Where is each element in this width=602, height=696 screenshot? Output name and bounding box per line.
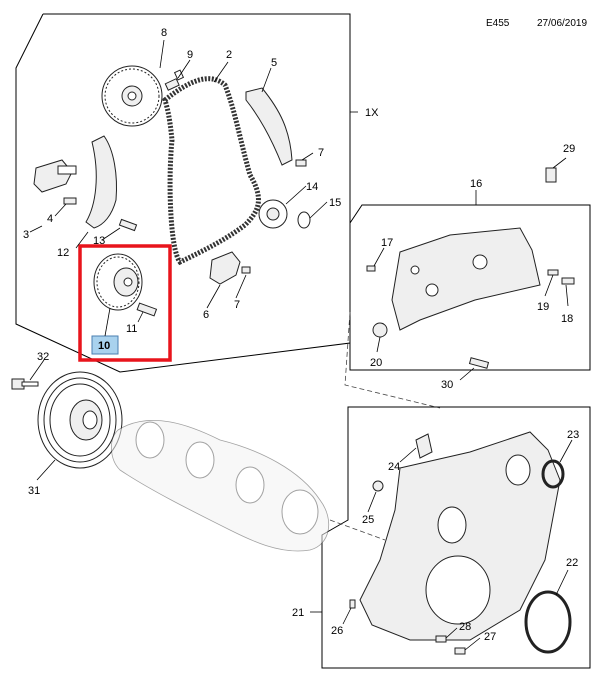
crankshaft-sprocket <box>93 253 143 311</box>
callout-32[interactable]: 32 <box>37 351 49 363</box>
cover-seal <box>541 459 565 489</box>
sprocket-bolt <box>136 302 158 317</box>
cover-opening <box>437 506 467 544</box>
callout-9[interactable]: 9 <box>187 49 193 61</box>
gasket-hole <box>425 283 439 297</box>
callout-20[interactable]: 20 <box>370 357 382 369</box>
cover-bolt <box>545 167 557 183</box>
gasket-bolt <box>561 277 575 285</box>
callout-24[interactable]: 24 <box>388 461 400 473</box>
callout-18[interactable]: 18 <box>561 313 573 325</box>
seal-ring <box>372 322 388 338</box>
leader-lines <box>29 39 573 651</box>
cover-dowel <box>349 599 356 609</box>
callout-16[interactable]: 16 <box>470 178 482 190</box>
callout-21[interactable]: 21 <box>292 607 304 619</box>
callout-25[interactable]: 25 <box>362 514 374 526</box>
dashed-connector <box>344 311 441 409</box>
callout-14[interactable]: 14 <box>306 181 318 193</box>
idler-washer <box>297 211 311 229</box>
cover-opening <box>505 454 531 486</box>
callout-19[interactable]: 19 <box>537 301 549 313</box>
callout-4[interactable]: 4 <box>47 213 53 225</box>
harmonic-balancer <box>37 371 123 469</box>
callout-12[interactable]: 12 <box>57 247 69 259</box>
stud <box>547 269 559 276</box>
chain-tensioner <box>33 159 77 205</box>
balancer-bolt <box>11 378 39 390</box>
diagram-date: 27/06/2019 <box>537 18 588 29</box>
diagram-reference: E455 <box>486 18 510 29</box>
callout-26[interactable]: 26 <box>331 625 343 637</box>
callout-7-lower[interactable]: 7 <box>234 299 240 311</box>
callout-7-upper[interactable]: 7 <box>318 147 324 159</box>
callout-13[interactable]: 13 <box>93 235 105 247</box>
camshaft-sprocket <box>101 65 163 127</box>
dashed-connector <box>329 519 386 541</box>
crankshaft <box>111 419 329 552</box>
callout-23[interactable]: 23 <box>567 429 579 441</box>
callout-3[interactable]: 3 <box>23 229 29 241</box>
callout-5[interactable]: 5 <box>271 57 277 69</box>
selected-part-highlight <box>78 244 172 362</box>
chain-guide <box>245 87 293 166</box>
callout-11[interactable]: 11 <box>126 323 137 335</box>
callout-30[interactable]: 30 <box>441 379 453 391</box>
cover-seal-bore <box>425 555 491 625</box>
callout-27[interactable]: 27 <box>484 631 496 643</box>
timing-chain <box>162 76 261 266</box>
guide-bolt <box>295 159 307 167</box>
callout-29[interactable]: 29 <box>563 143 575 155</box>
gasket-hole <box>410 265 420 275</box>
cover-bracket <box>415 433 433 459</box>
front-cover-frame <box>321 406 591 669</box>
idler-sprocket <box>258 199 288 229</box>
callout-6[interactable]: 6 <box>203 309 209 321</box>
crankshaft-seal <box>524 590 572 654</box>
tensioner-rail <box>85 135 117 229</box>
cover-gasket <box>391 227 541 331</box>
callout-22[interactable]: 22 <box>566 557 578 569</box>
cover-bolt <box>454 647 466 655</box>
callout-28[interactable]: 28 <box>459 621 471 633</box>
callout-17[interactable]: 17 <box>381 237 393 249</box>
sprocket-bolt <box>164 69 185 91</box>
callout-31[interactable]: 31 <box>28 485 40 497</box>
callout-2[interactable]: 2 <box>226 49 232 61</box>
callout-8[interactable]: 8 <box>161 27 167 39</box>
kit-quantity-label: 1X <box>365 107 379 119</box>
rail-bolt <box>118 218 138 232</box>
dowel-pin <box>366 265 376 272</box>
lower-guide <box>209 251 241 285</box>
timing-kit-frame <box>15 13 351 373</box>
gasket-hole <box>472 254 488 270</box>
cover-plug <box>372 480 384 492</box>
cover-bolt <box>468 357 490 369</box>
callout-10[interactable]: 10 <box>98 340 110 352</box>
cover-bolt <box>435 635 447 643</box>
cover-gasket-frame <box>349 204 591 371</box>
guide-bolt <box>241 266 251 274</box>
callout-15[interactable]: 15 <box>329 197 341 209</box>
